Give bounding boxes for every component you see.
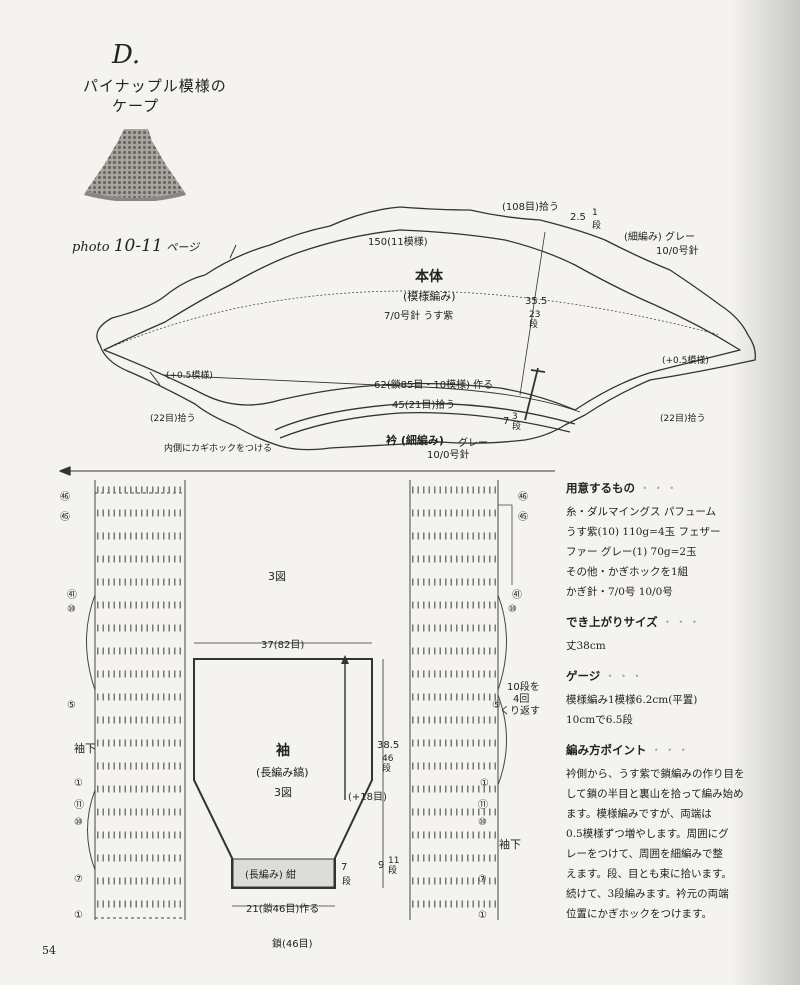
- materials-yarn: 糸・ダルマイングス パフューム: [566, 506, 717, 518]
- increase-right: (+0.5模様): [662, 356, 709, 366]
- repeat-note-3: くり返す: [500, 706, 540, 717]
- row-marker: ⑩: [67, 604, 76, 615]
- edge-hook-label: 10/0号針: [656, 246, 699, 257]
- sleeve-bottom-width: 21(鎖46目)作る: [246, 904, 320, 915]
- body-hook: 7/0号針 うす紫: [384, 311, 454, 322]
- underarm-left: 袖下: [74, 742, 96, 755]
- edge-rows: 1段: [592, 208, 602, 231]
- top-pickup-label: (108目)拾う: [502, 202, 559, 213]
- collar-color: グレー: [458, 438, 488, 449]
- chain-label: 鎖(46目): [272, 939, 313, 950]
- design-letter: D.: [112, 40, 141, 70]
- collar-rows-num: 7: [503, 416, 510, 427]
- row-marker: ㊶: [67, 590, 77, 601]
- row-marker: ⑦: [74, 874, 83, 885]
- sleeve-top-width: 37(82目): [261, 640, 305, 651]
- row-marker: ⑩: [74, 817, 83, 828]
- depth-measure: 35.5: [525, 296, 548, 307]
- sleeve-figure: 3図: [274, 786, 292, 799]
- row-marker: ①: [74, 778, 83, 789]
- points-heading: 編み方ポイント ・・・: [566, 743, 692, 757]
- sleeve-increase: (+18目): [348, 792, 387, 803]
- materials-heading: 用意するもの ・・・: [566, 481, 680, 495]
- foundation-label: 62(鎖85目・10模様) 作る: [374, 380, 494, 391]
- repeat-note-1: 10段を: [507, 682, 540, 693]
- photo-reference: photo 10-11 ページ: [72, 236, 200, 256]
- row-marker: ①: [74, 910, 83, 921]
- chart-right: [409, 480, 513, 920]
- points-line: して鎖の半目と裏山を拾って編み始め: [566, 788, 744, 800]
- collar-hook: 10/0号針: [427, 450, 470, 461]
- row-marker: ⑤: [492, 700, 501, 711]
- gauge-line: 10cmで6.5段: [566, 714, 633, 726]
- sleeve-cuff: [232, 858, 335, 888]
- hook-note: 内側にカギホックをつける: [164, 444, 273, 454]
- cuff-rows: 段: [342, 877, 352, 887]
- sleeve-height-rows: 46段: [382, 754, 394, 774]
- size-value: 丈38cm: [566, 640, 606, 652]
- side-pickup-right: (22目)拾う: [660, 414, 706, 424]
- row-marker: ⑩: [508, 604, 517, 615]
- row-marker: ①: [480, 778, 489, 789]
- body-stitch: (模様編み): [403, 290, 456, 303]
- sleeve-height: 38.5: [377, 740, 400, 751]
- points-line: レーをつけて、周囲を細編みで整: [566, 848, 723, 860]
- cape-outer-edge: [96, 206, 756, 451]
- cuff-height-rows: 11段: [388, 856, 400, 876]
- figure-label: 3図: [268, 570, 286, 583]
- edge-stitch-label: (細編み) グレー: [624, 232, 695, 243]
- sleeve-outline: [193, 658, 373, 889]
- gauge-line: 模様編み1模様6.2cm(平置): [566, 694, 698, 706]
- page-number: 54: [42, 944, 56, 957]
- row-marker: ⑪: [478, 800, 488, 811]
- materials-purple: うす紫(10) 110g=4玉 フェザー: [566, 526, 721, 538]
- row-marker: ㊶: [512, 590, 522, 601]
- body-title: 本体: [415, 269, 443, 285]
- collar-rows: 3段: [512, 412, 522, 432]
- row-marker: ⑪: [74, 800, 84, 811]
- row-marker: ①: [478, 910, 487, 921]
- row-marker: ㊺: [518, 512, 528, 523]
- row-marker: ㊻: [518, 492, 528, 503]
- materials-other: その他・かぎホックを1組: [566, 566, 689, 578]
- edge-measure: 2.5: [570, 212, 586, 223]
- points-line: 衿側から、うす紫で鎖編みの作り目を: [566, 768, 745, 780]
- instructions-panel: 用意するもの ・・・ 糸・ダルマイングス パフューム うす紫(10) 110g=…: [566, 480, 766, 924]
- gauge-heading: ゲージ ・・・: [566, 669, 645, 683]
- points-line: えます。段、目とも束に拾います。: [566, 868, 732, 880]
- pattern-title-line2: ケープ: [112, 97, 160, 115]
- points-line: ます。模様編みですが、両端は: [566, 808, 712, 820]
- row-marker: ㊺: [60, 512, 70, 523]
- pattern-title: パイナップル模様の: [83, 77, 227, 95]
- sleeve-title: 袖: [276, 743, 290, 759]
- cuff-rows-num: 7: [341, 862, 348, 873]
- points-line: 0.5模様ずつ増やします。周囲にグ: [566, 828, 729, 840]
- points-line: 続けて、3段編みます。衿元の両端: [566, 888, 729, 900]
- row-marker: ㊻: [60, 492, 70, 503]
- collar-title: 衿 (細編み): [386, 434, 444, 447]
- cape-body-outline: [103, 229, 741, 411]
- row-marker: ⑤: [67, 700, 76, 711]
- cuff-stitch: (長編み) 紺: [245, 870, 296, 881]
- materials-fur: ファー グレー(1) 70g=2玉: [566, 546, 697, 558]
- underarm-right: 袖下: [499, 838, 521, 851]
- row-marker: ⑩: [478, 817, 487, 828]
- cape-photo-thumbnail: [84, 129, 186, 201]
- top-width-label: 150(11模様): [368, 237, 428, 248]
- sleeve-stitch: (長編み縞): [256, 766, 309, 779]
- cuff-height: 9: [378, 860, 385, 871]
- row-marker: ⑦: [478, 874, 487, 885]
- size-heading: でき上がりサイズ ・・・: [566, 615, 703, 629]
- increase-left: (+0.5模様): [166, 371, 213, 381]
- collar-pickup-label: 45(21目)拾う: [392, 400, 456, 411]
- side-pickup-left: (22目)拾う: [150, 414, 196, 424]
- page-gutter-shadow: [730, 0, 800, 985]
- materials-hooks: かぎ針・7/0号 10/0号: [566, 586, 673, 598]
- chart-left: [86, 480, 186, 920]
- points-line: 位置にかぎホックをつけます。: [566, 908, 712, 920]
- depth-rows: 23段: [529, 310, 541, 330]
- repeat-note-2: 4回: [513, 694, 530, 705]
